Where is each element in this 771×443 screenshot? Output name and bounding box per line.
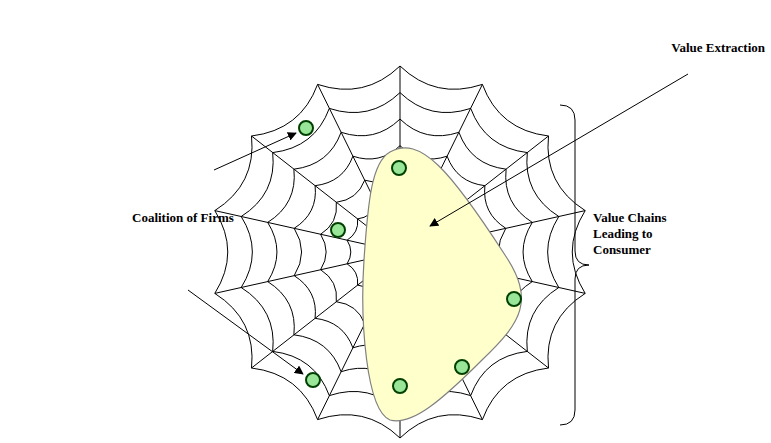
- firm-dot: [392, 161, 406, 175]
- leader-arrow: [214, 133, 296, 170]
- firm-dot: [455, 360, 469, 374]
- firm-dot: [331, 223, 345, 237]
- firm-dot: [299, 121, 313, 135]
- leader-arrow: [188, 290, 303, 374]
- firm-dot: [306, 373, 320, 387]
- firm-dots: [299, 121, 521, 393]
- firm-dot: [507, 292, 521, 306]
- value-blob: [363, 148, 522, 421]
- firm-dot: [393, 379, 407, 393]
- brace-label: Value Chains Leading to Consumer: [593, 210, 689, 258]
- web-lines: [215, 66, 585, 438]
- group-callout: Coalition of Firms: [132, 210, 234, 226]
- curly-brace: [560, 105, 589, 425]
- leader-arrow: [430, 74, 688, 226]
- title-callout: Value Extraction: [671, 40, 765, 56]
- spider-web: [215, 66, 585, 438]
